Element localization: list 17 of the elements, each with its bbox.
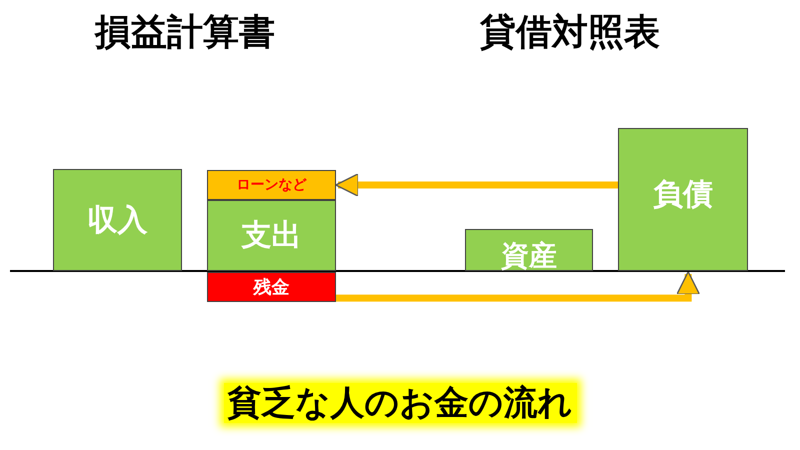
box-label: ローンなど <box>236 176 306 194</box>
arrow <box>335 173 618 197</box>
box-label: 負債 <box>653 176 713 214</box>
arrow <box>336 271 700 302</box>
section-heading: 貸借対照表 <box>480 11 660 55</box>
box-label: 支出 <box>242 217 302 255</box>
caption: 貧乏な人のお金の流れ <box>224 383 576 423</box>
box-label: 残金 <box>254 276 290 299</box>
asset-box <box>465 229 593 271</box>
income-box <box>53 169 182 271</box>
box-label: 資産 <box>501 238 557 274</box>
section-heading: 損益計算書 <box>95 11 275 55</box>
expense-box <box>207 200 336 271</box>
box-label: 収入 <box>88 202 148 240</box>
loan-box <box>207 170 336 200</box>
liability-box <box>618 128 748 271</box>
balance-box <box>207 272 336 302</box>
